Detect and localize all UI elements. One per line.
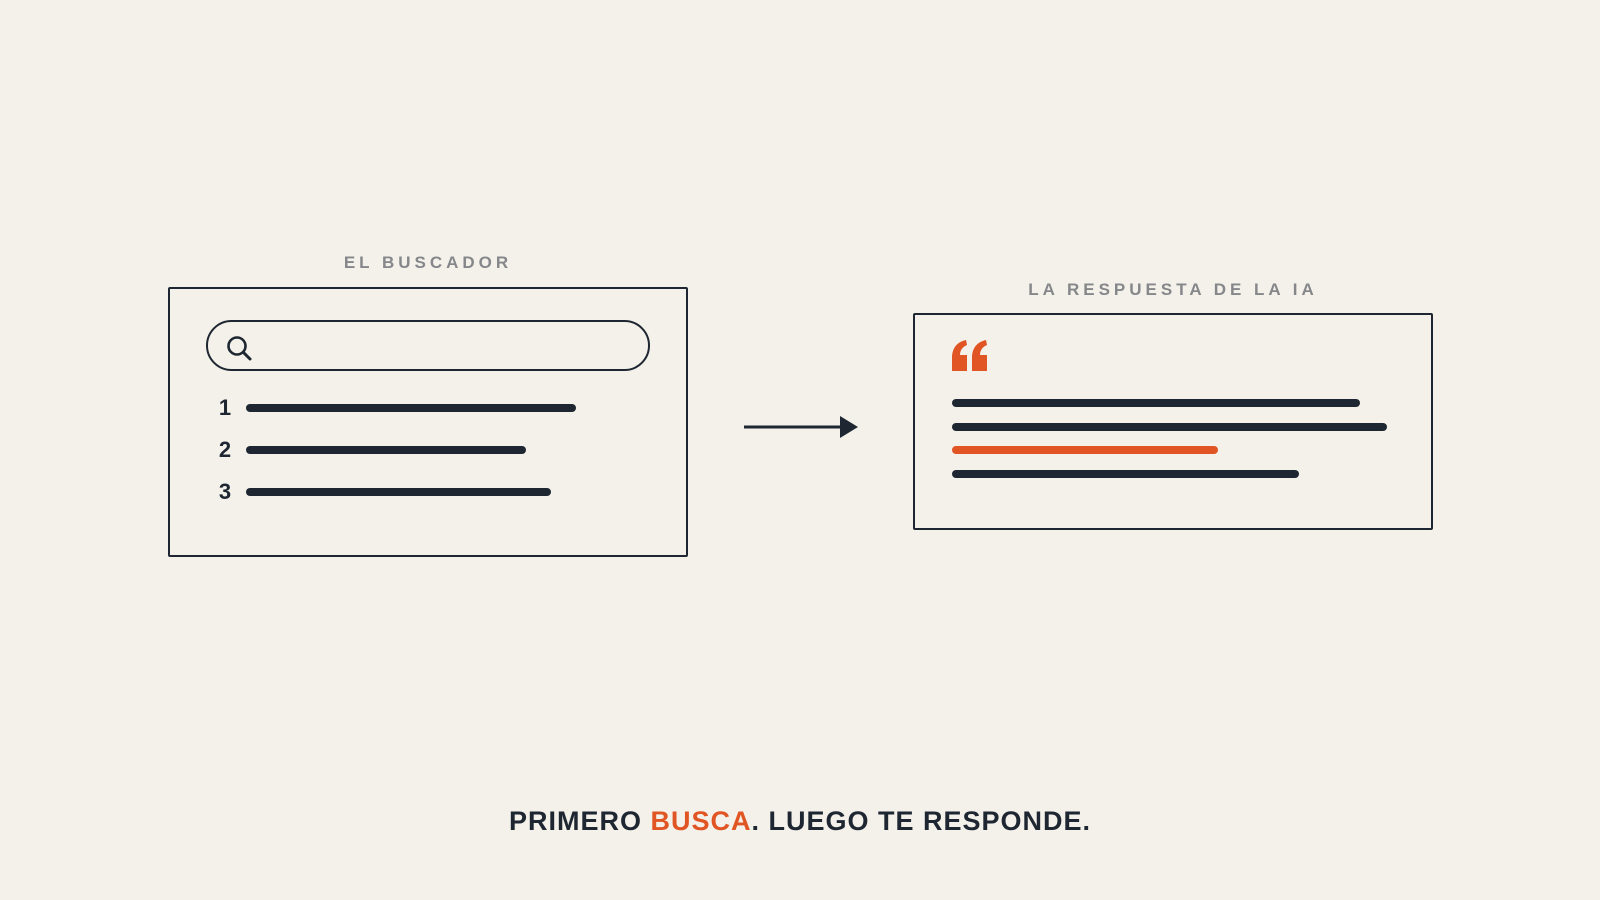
result-line bbox=[246, 446, 526, 454]
result-line bbox=[246, 404, 576, 412]
result-rank: 2 bbox=[218, 437, 232, 462]
tagline-highlight: BUSCA bbox=[650, 806, 752, 836]
result-rank: 1 bbox=[218, 395, 232, 420]
result-rank: 3 bbox=[218, 479, 232, 504]
answer-panel-title: LA RESPUESTA DE LA IA bbox=[1028, 280, 1318, 299]
quote-icon bbox=[952, 340, 987, 371]
arrow-right-icon bbox=[744, 416, 858, 438]
search-panel: 1 2 3 bbox=[168, 287, 688, 557]
answer-panel bbox=[913, 313, 1433, 530]
answer-line bbox=[952, 470, 1299, 478]
search-bar bbox=[206, 320, 650, 371]
answer-line-highlight bbox=[952, 446, 1218, 454]
search-icon bbox=[227, 336, 252, 361]
answer-line bbox=[952, 423, 1387, 431]
search-panel-title: EL BUSCADOR bbox=[343, 253, 513, 272]
tagline-part1: PRIMERO bbox=[508, 806, 651, 836]
answer-line bbox=[952, 399, 1360, 407]
tagline: PRIMERO BUSCA. LUEGO TE RESPONDE. bbox=[0, 806, 1600, 837]
tagline-part2: . LUEGO TE RESPONDE. bbox=[751, 806, 1092, 836]
result-line bbox=[246, 488, 551, 496]
